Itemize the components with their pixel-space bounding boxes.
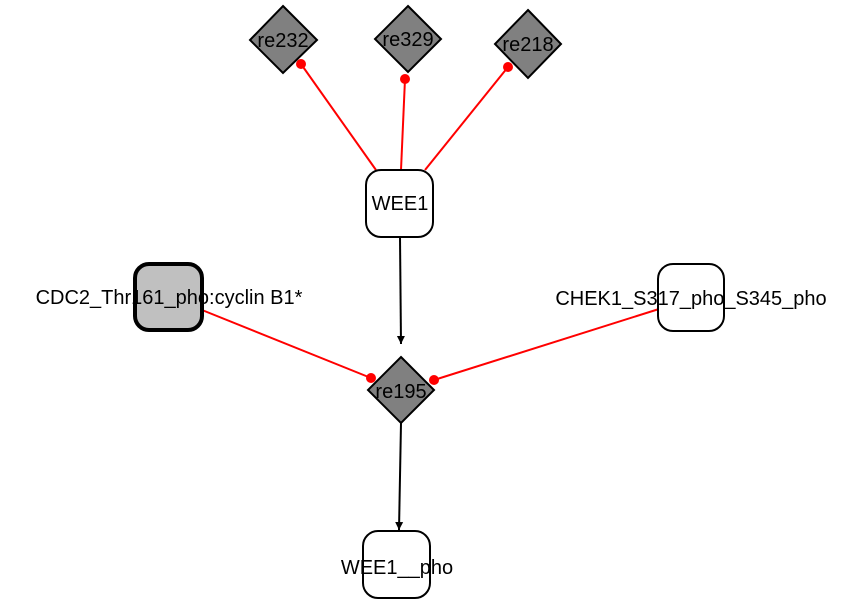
node-label: CDC2_Thr161_pho:cyclin B1* xyxy=(36,287,303,309)
edge-chek1-re195-modifier-dot xyxy=(429,375,439,385)
node-label: re232 xyxy=(257,30,308,52)
edge-wee1-re195[interactable] xyxy=(396,236,405,345)
edge-wee1-re218-modifier-dot xyxy=(503,62,513,72)
edge-wee1-re218[interactable] xyxy=(424,66,509,171)
reaction-node-re329[interactable]: re329 xyxy=(373,4,443,74)
edge-cdc2-re195[interactable] xyxy=(201,309,372,379)
edge-re195-wee1pho[interactable] xyxy=(395,422,404,531)
node-label: WEE1__pho xyxy=(341,557,453,579)
reaction-node-re232[interactable]: re232 xyxy=(248,4,319,75)
edge-wee1-re329-modifier-dot xyxy=(400,74,410,84)
species-node-wee1[interactable]: WEE1 xyxy=(365,169,434,238)
node-label: re195 xyxy=(375,381,426,403)
node-label: re218 xyxy=(502,34,553,56)
edge-chek1-re195[interactable] xyxy=(433,308,660,381)
species-node-chek1[interactable]: CHEK1_S317_pho_S345_pho xyxy=(555,263,827,332)
edge-wee1-re232-modifier-dot xyxy=(296,59,306,69)
node-label: WEE1 xyxy=(372,193,429,215)
node-label: re329 xyxy=(382,29,433,51)
edge-cdc2-re195-modifier-dot xyxy=(366,373,376,383)
reaction-node-re218[interactable]: re218 xyxy=(493,8,563,80)
species-node-wee1-pho[interactable]: WEE1__pho xyxy=(341,530,453,599)
edge-wee1-re232[interactable] xyxy=(300,63,377,171)
complex-node-cdc2-cyclin-b1[interactable]: CDC2_Thr161_pho:cyclin B1* xyxy=(36,262,303,332)
node-label: CHEK1_S317_pho_S345_pho xyxy=(555,288,826,310)
edges xyxy=(201,59,660,531)
reaction-node-re195[interactable]: re195 xyxy=(366,355,436,425)
edge-wee1-re329[interactable] xyxy=(400,78,406,171)
